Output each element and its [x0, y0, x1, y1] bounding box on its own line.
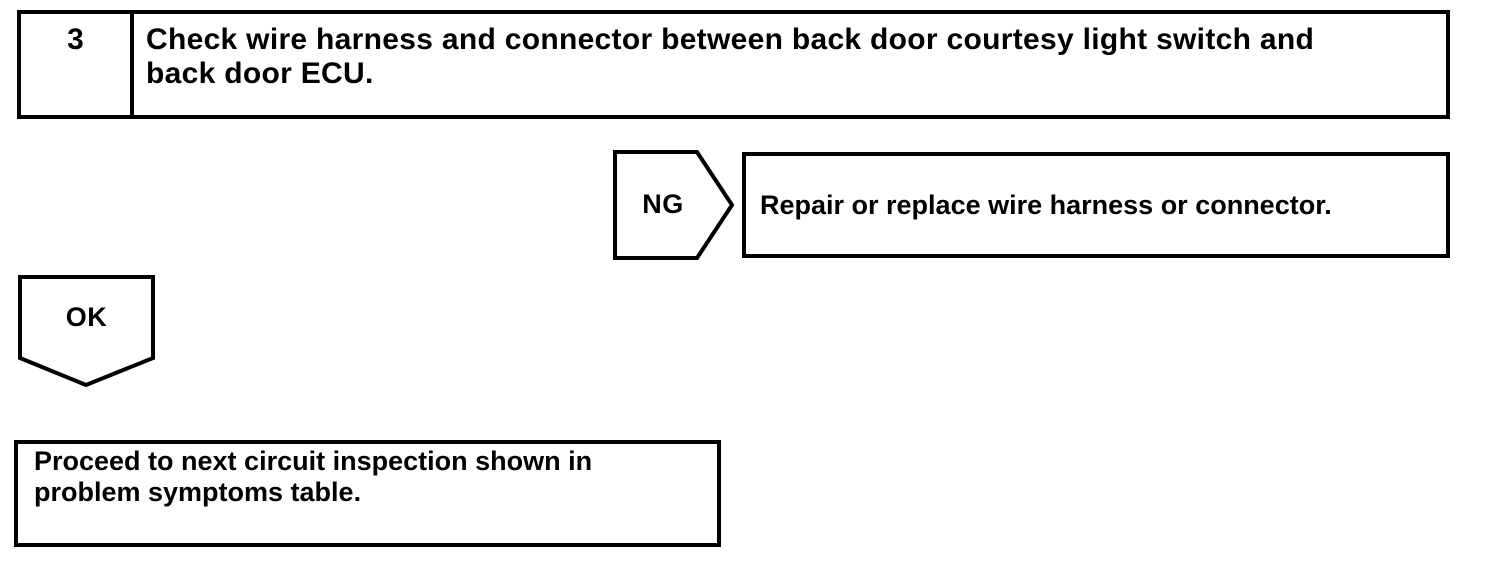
ok-label-wrap: OK [18, 277, 155, 358]
step-instruction-line: Check wire harness and connector between… [146, 23, 1315, 56]
ng-arrow-shape [613, 150, 734, 260]
step-instruction-line: back door ECU. [146, 57, 374, 90]
step-box: 3 Check wire harness and connector betwe… [17, 10, 1450, 119]
ok-arrow-shape [18, 275, 155, 387]
next-step-line: Proceed to next circuit inspection shown… [34, 446, 593, 476]
ng-label-wrap: NG [613, 150, 713, 258]
next-step-line: problem symptoms table. [34, 477, 362, 507]
ng-label: NG [642, 188, 684, 219]
step-instruction: Check wire harness and connector between… [134, 14, 1446, 115]
next-step-box: Proceed to next circuit inspection shown… [14, 440, 721, 547]
ng-result-box: Repair or replace wire harness or connec… [742, 152, 1450, 258]
step-number: 3 [21, 14, 134, 115]
ng-result-text: Repair or replace wire harness or connec… [760, 189, 1332, 220]
ok-label: OK [65, 302, 108, 332]
